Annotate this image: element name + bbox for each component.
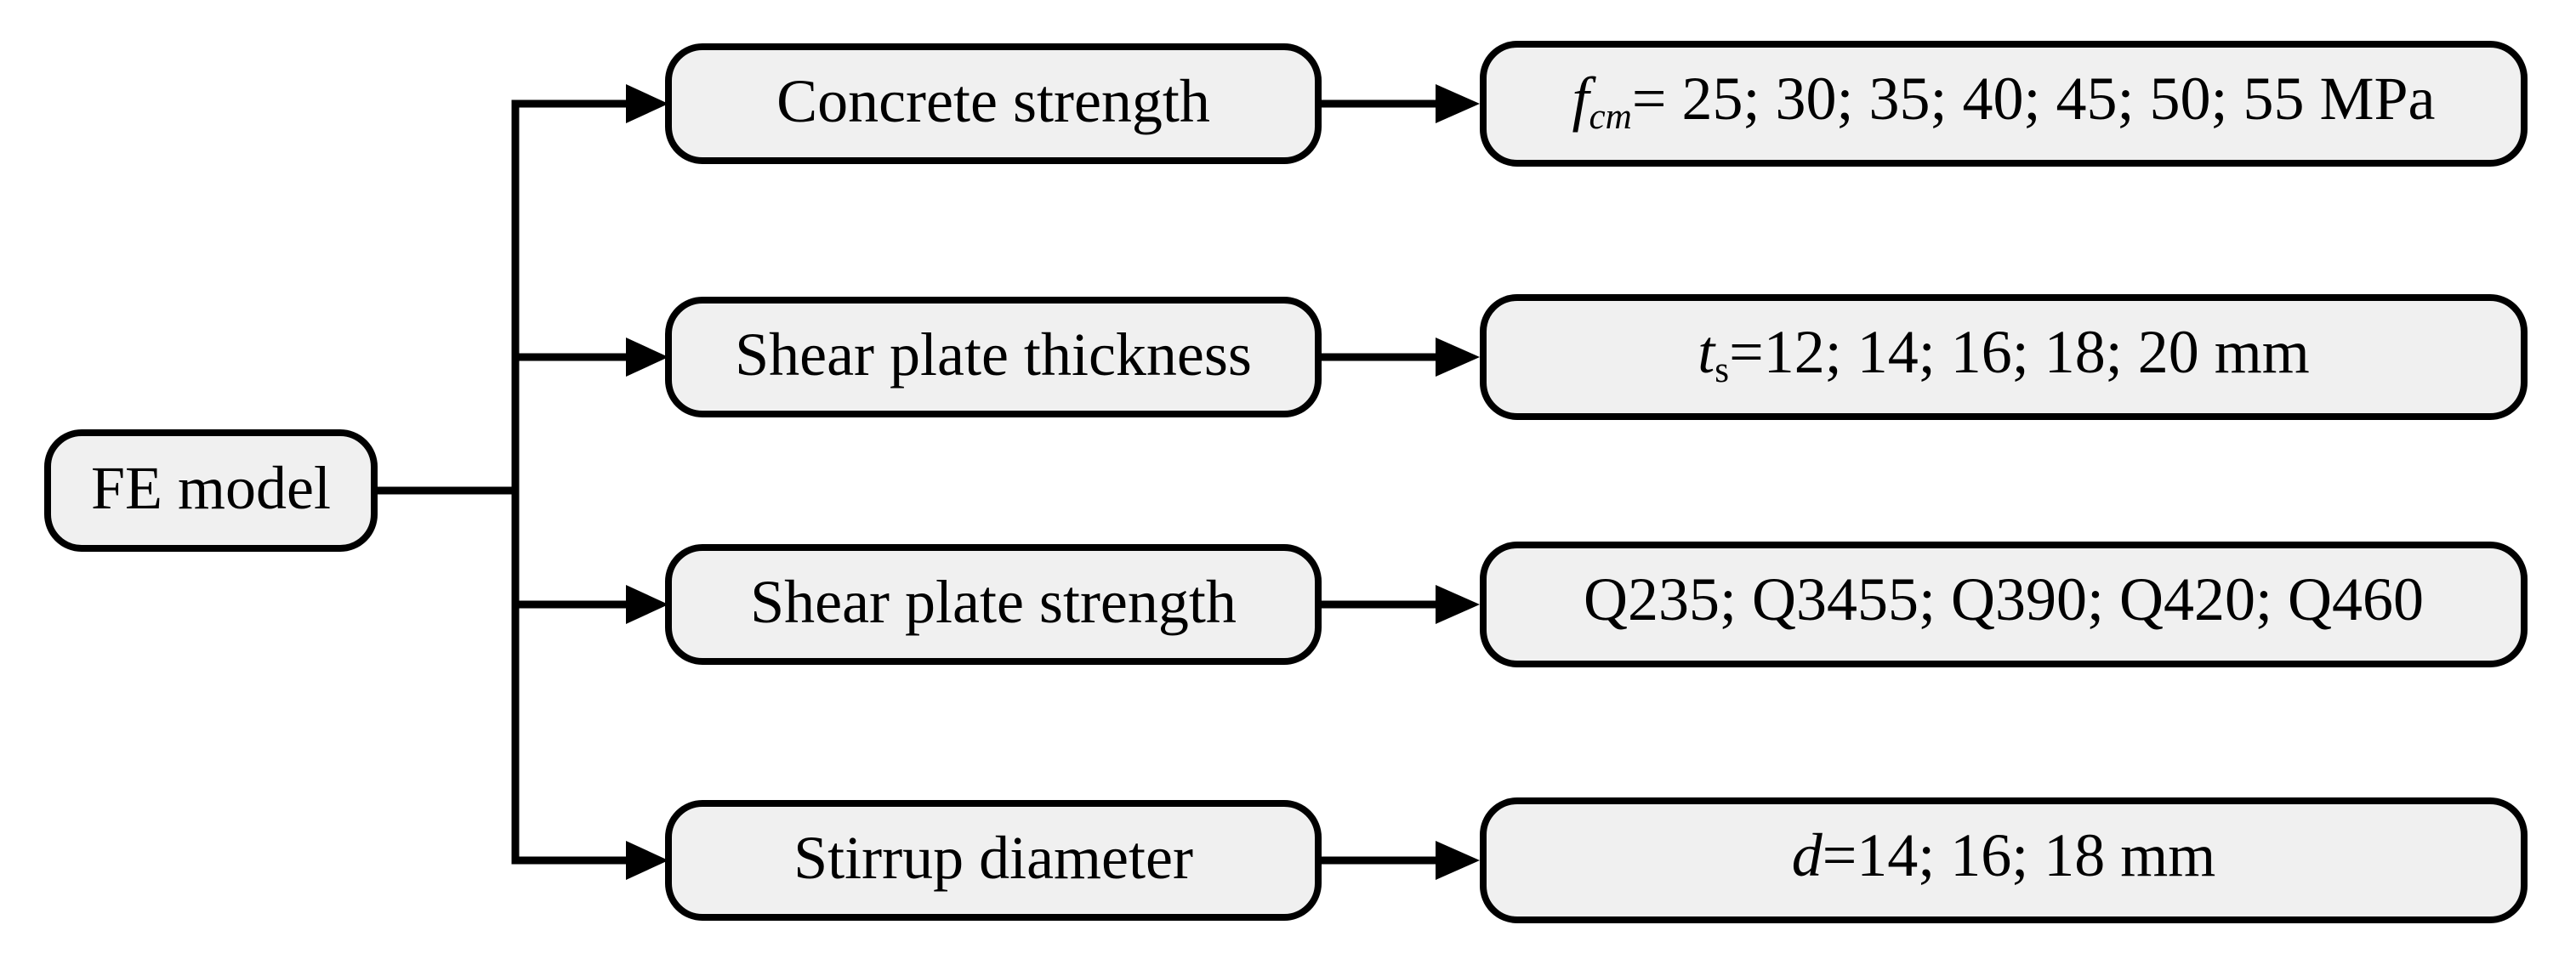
value-text: fcm= 25; 30; 35; 40; 45; 50; 55 MPa <box>1572 68 2435 140</box>
arrowhead-stirrup-diameter <box>626 841 668 880</box>
value-rest: Q235; Q3455; Q390; Q420; Q460 <box>1584 565 2424 633</box>
value-variable: d <box>1791 820 1823 889</box>
arrowhead-shear-plate-strength <box>626 585 668 624</box>
value-arrowhead-stirrup-diameter <box>1436 841 1480 880</box>
param-label: Stirrup diameter <box>793 824 1193 892</box>
value-text: d=14; 16; 18 mm <box>1792 825 2216 897</box>
root-node-fe-model: FE model <box>44 429 378 552</box>
value-node-stirrup-diameter: d=14; 16; 18 mm <box>1480 797 2528 923</box>
arrowhead-shear-plate-thickness <box>626 338 668 377</box>
param-label: Shear plate thickness <box>735 321 1252 389</box>
param-label: Shear plate strength <box>750 568 1237 636</box>
arrowhead-concrete-strength <box>626 84 668 123</box>
value-rest: =12; 14; 16; 18; 20 mm <box>1729 317 2310 386</box>
value-node-shear-plate-strength: Q235; Q3455; Q390; Q420; Q460 <box>1480 542 2528 667</box>
param-node-concrete-strength: Concrete strength <box>665 43 1322 164</box>
param-label: Concrete strength <box>776 67 1210 135</box>
value-subscript: s <box>1714 349 1730 390</box>
value-rest: = 25; 30; 35; 40; 45; 50; 55 MPa <box>1631 64 2436 133</box>
param-node-stirrup-diameter: Stirrup diameter <box>665 800 1322 921</box>
value-arrowhead-shear-plate-strength <box>1436 585 1480 624</box>
root-node-label: FE model <box>91 454 331 522</box>
value-subscript: cm <box>1589 96 1632 137</box>
value-node-concrete-strength: fcm= 25; 30; 35; 40; 45; 50; 55 MPa <box>1480 41 2528 167</box>
param-node-shear-plate-strength: Shear plate strength <box>665 544 1322 665</box>
value-node-shear-plate-thickness: ts=12; 14; 16; 18; 20 mm <box>1480 294 2528 420</box>
value-arrowhead-concrete-strength <box>1436 84 1480 123</box>
value-arrowhead-shear-plate-thickness <box>1436 338 1480 377</box>
value-variable: f <box>1572 64 1589 133</box>
param-node-shear-plate-thickness: Shear plate thickness <box>665 297 1322 417</box>
value-text: Q235; Q3455; Q390; Q420; Q460 <box>1584 569 2424 641</box>
value-rest: =14; 16; 18 mm <box>1822 820 2216 889</box>
value-text: ts=12; 14; 16; 18; 20 mm <box>1697 321 2309 394</box>
value-variable: t <box>1697 317 1715 386</box>
